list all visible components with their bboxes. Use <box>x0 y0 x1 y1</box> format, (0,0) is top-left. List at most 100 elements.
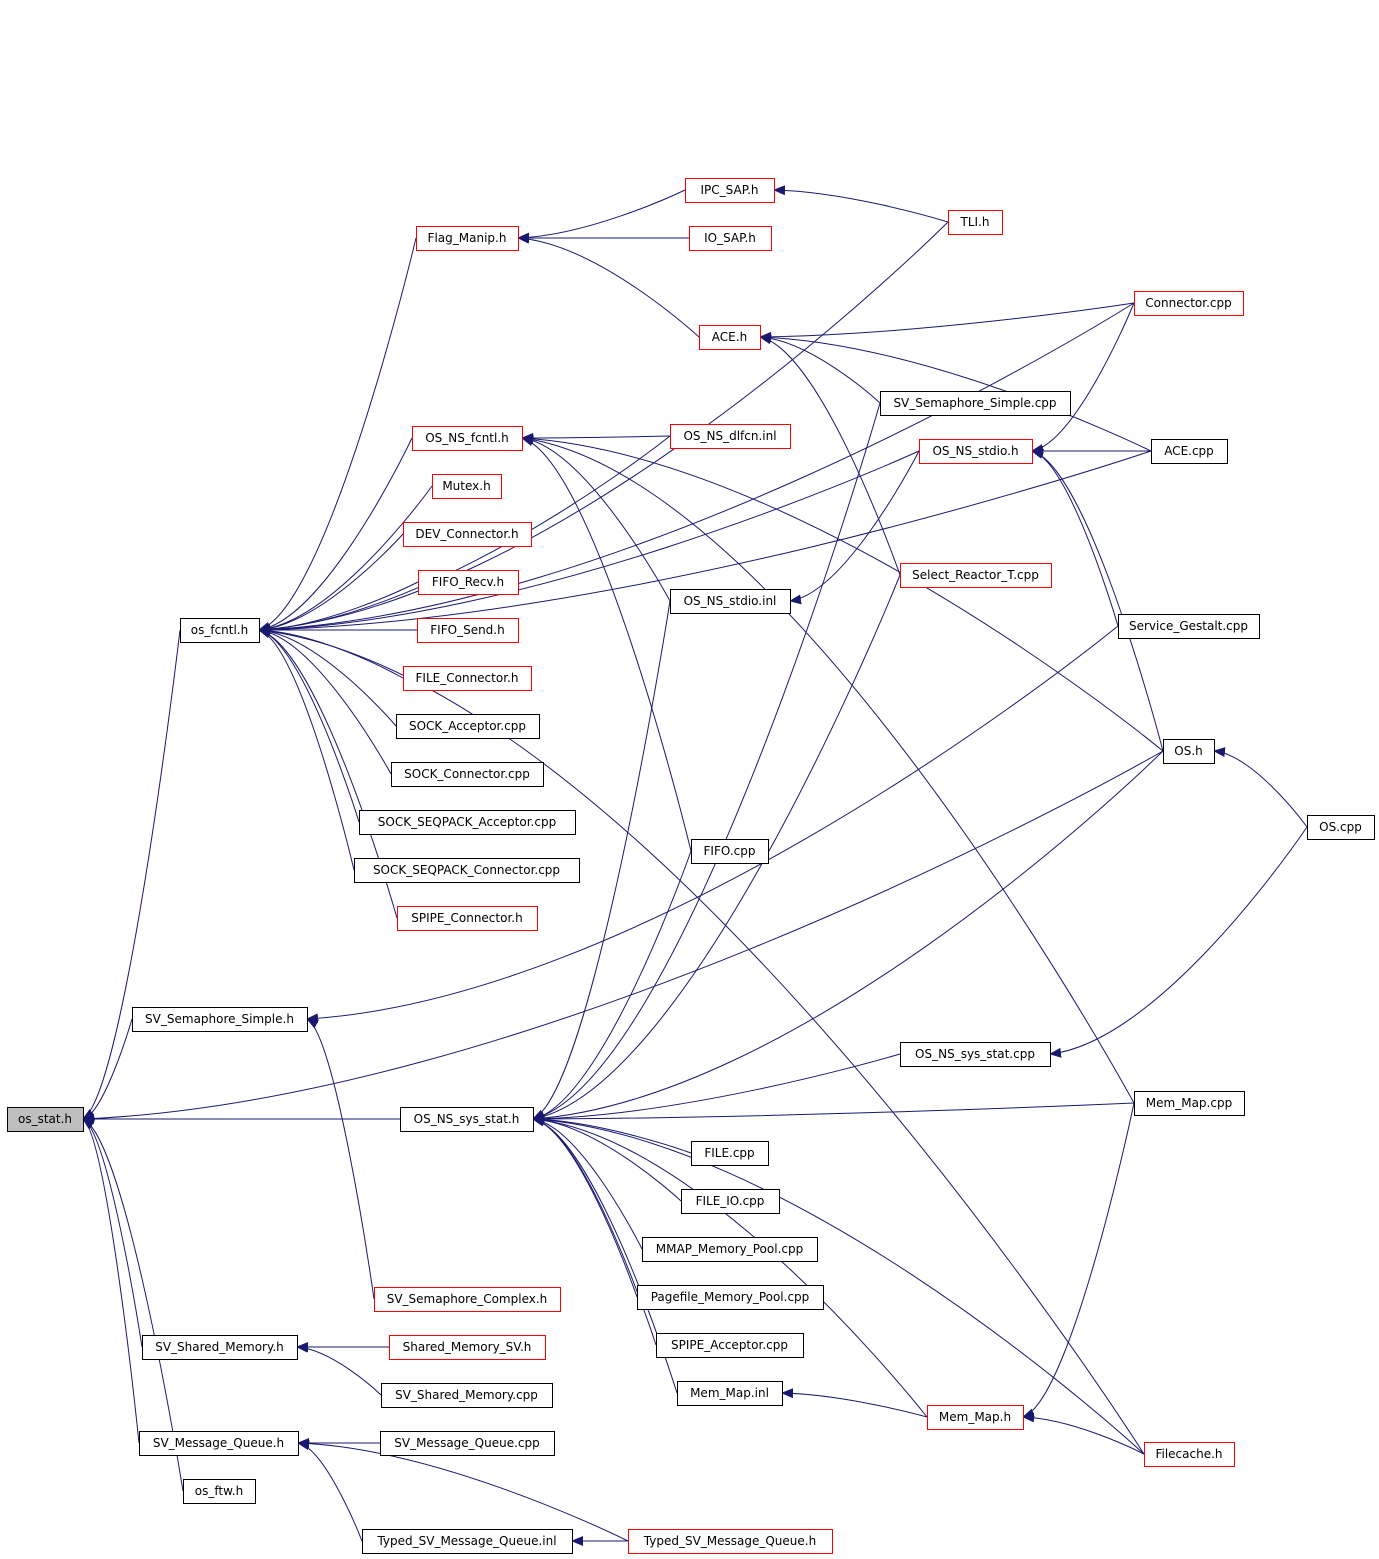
node-mutex-h[interactable]: Mutex.h <box>432 474 502 499</box>
node-flag-manip[interactable]: Flag_Manip.h <box>416 226 519 251</box>
edge-fifo_cpp-to-os_ns_sys_stat_h <box>532 850 692 1122</box>
node-dev-connector-h[interactable]: DEV_Connector.h <box>403 522 532 547</box>
edge-mem_map_cpp-to-os_ns_fcntl_h <box>521 434 1135 1104</box>
node-os-ftw[interactable]: os_ftw.h <box>183 1479 256 1504</box>
node-box <box>1134 1091 1245 1116</box>
node-box <box>417 618 519 643</box>
node-os-cpp[interactable]: OS.cpp <box>1307 815 1375 840</box>
node-label: Service_Gestalt.cpp <box>1129 619 1248 633</box>
edge-os_ns_sys_stat_cpp-to-os_ns_sys_stat_h <box>532 1053 901 1124</box>
node-os-ns-stdio-inl[interactable]: OS_NS_stdio.inl <box>670 589 791 614</box>
node-label: DEV_Connector.h <box>415 527 518 541</box>
node-os-h[interactable]: OS.h <box>1163 739 1215 764</box>
edge-mmap_pool_cpp-to-os_ns_sys_stat_h <box>532 1115 643 1250</box>
edge-os_cpp-to-os_ns_sys_stat_cpp <box>1049 826 1308 1058</box>
node-label: OS_NS_sys_stat.cpp <box>915 1047 1035 1061</box>
node-fifo-recv-h[interactable]: FIFO_Recv.h <box>418 570 519 595</box>
node-mem-map-cpp[interactable]: Mem_Map.cpp <box>1134 1091 1245 1116</box>
node-typed-sv-mq-h[interactable]: Typed_SV_Message_Queue.h <box>628 1529 833 1554</box>
node-label: os_stat.h <box>18 1112 72 1126</box>
node-mem-map-h[interactable]: Mem_Map.h <box>927 1405 1024 1430</box>
node-file-cpp[interactable]: FILE.cpp <box>691 1141 769 1166</box>
node-label: OS.cpp <box>1319 820 1362 834</box>
edge-connector_cpp-to-os_ns_stdio_h <box>1031 302 1135 454</box>
node-os-ns-fcntl-h[interactable]: OS_NS_fcntl.h <box>412 426 523 451</box>
node-fifo-send-h[interactable]: FIFO_Send.h <box>417 618 519 643</box>
node-ace-cpp[interactable]: ACE.cpp <box>1151 439 1228 464</box>
node-connector-cpp[interactable]: Connector.cpp <box>1134 291 1244 316</box>
node-sock-seqpack-con[interactable]: SOCK_SEQPACK_Connector.cpp <box>354 858 580 883</box>
edge-mem_map_cpp-to-mem_map_h <box>1022 1102 1135 1419</box>
node-label: os_fcntl.h <box>191 623 248 637</box>
node-label: Filecache.h <box>1155 1447 1222 1461</box>
node-label: FILE_IO.cpp <box>696 1194 765 1208</box>
edge-layer <box>82 185 1308 1546</box>
edge-mem_map_h-to-mem_map_inl <box>781 1388 928 1418</box>
node-typed-sv-mq-inl[interactable]: Typed_SV_Message_Queue.inl <box>362 1529 573 1554</box>
node-os-fcntl[interactable]: os_fcntl.h <box>180 618 260 643</box>
node-sv-shared-memory-cpp[interactable]: SV_Shared_Memory.cpp <box>381 1383 553 1408</box>
node-box <box>677 1381 783 1406</box>
node-sv-shared-memory-h[interactable]: SV_Shared_Memory.h <box>142 1335 298 1360</box>
edge-sock_connector-to-os_fcntl <box>258 626 392 775</box>
node-box <box>132 1007 308 1032</box>
node-os-ns-sys-stat-cpp[interactable]: OS_NS_sys_stat.cpp <box>900 1042 1051 1067</box>
edge-os_h-to-os_stat <box>82 750 1164 1124</box>
node-label: FIFO_Recv.h <box>432 575 504 589</box>
node-label: Shared_Memory_SV.h <box>403 1340 532 1354</box>
node-box <box>418 570 519 595</box>
node-ace-h[interactable]: ACE.h <box>699 325 761 350</box>
node-box <box>1144 1442 1235 1467</box>
node-sv-sem-simple-h[interactable]: SV_Semaphore_Simple.h <box>132 1007 308 1032</box>
node-box <box>685 178 775 203</box>
node-sock-seqpack-acc[interactable]: SOCK_SEQPACK_Acceptor.cpp <box>359 810 576 835</box>
node-os-ns-sys-stat-h[interactable]: OS_NS_sys_stat.h <box>400 1107 534 1132</box>
node-tli-h[interactable]: TLI.h <box>948 210 1003 235</box>
node-select-reactor-t[interactable]: Select_Reactor_T.cpp <box>900 563 1052 588</box>
edge-flag_manip-to-os_fcntl <box>258 237 417 632</box>
node-mem-map-inl[interactable]: Mem_Map.inl <box>677 1381 783 1406</box>
node-box <box>381 1383 553 1408</box>
edge-typed_sv_mq_h-to-sv_message_queue_h <box>297 1438 629 1542</box>
node-box <box>374 1287 561 1312</box>
node-box <box>670 589 791 614</box>
node-sv-message-queue-cpp[interactable]: SV_Message_Queue.cpp <box>380 1431 555 1456</box>
node-box <box>1134 291 1244 316</box>
node-shared-memory-sv-h[interactable]: Shared_Memory_SV.h <box>389 1335 546 1360</box>
node-io-sap-h[interactable]: IO_SAP.h <box>689 226 772 251</box>
node-label: SV_Shared_Memory.h <box>155 1340 284 1354</box>
node-spipe-connector-h[interactable]: SPIPE_Connector.h <box>397 906 538 931</box>
node-pagefile-pool-cpp[interactable]: Pagefile_Memory_Pool.cpp <box>637 1285 824 1310</box>
node-box <box>362 1529 573 1554</box>
node-label: SOCK_Acceptor.cpp <box>409 719 526 733</box>
node-file-io-cpp[interactable]: FILE_IO.cpp <box>681 1189 780 1214</box>
node-sv-sem-complex-h[interactable]: SV_Semaphore_Complex.h <box>374 1287 561 1312</box>
node-sv-sem-simple-cpp[interactable]: SV_Semaphore_Simple.cpp <box>880 391 1071 416</box>
node-sock-connector[interactable]: SOCK_Connector.cpp <box>391 762 544 787</box>
edge-file_connector_h-to-os_fcntl <box>258 625 404 679</box>
node-file-connector-h[interactable]: FILE_Connector.h <box>403 666 532 691</box>
node-box <box>919 439 1033 464</box>
node-os-ns-dlfcn-inl[interactable]: OS_NS_dlfcn.inl <box>670 424 791 449</box>
node-sv-message-queue-h[interactable]: SV_Message_Queue.h <box>139 1431 299 1456</box>
node-mmap-pool-cpp[interactable]: MMAP_Memory_Pool.cpp <box>642 1237 818 1262</box>
node-label: OS_NS_sys_stat.h <box>414 1112 520 1126</box>
edge-select_reactor_t-to-ace_h <box>759 334 901 576</box>
node-sock-acceptor[interactable]: SOCK_Acceptor.cpp <box>396 714 540 739</box>
edge-connector_cpp-to-os_fcntl <box>258 302 1135 635</box>
edge-ace_h-to-flag_manip <box>517 233 700 338</box>
node-spipe-acceptor-cpp[interactable]: SPIPE_Acceptor.cpp <box>656 1333 804 1358</box>
node-service-gestalt[interactable]: Service_Gestalt.cpp <box>1118 614 1260 639</box>
node-fifo-cpp[interactable]: FIFO.cpp <box>691 839 769 864</box>
node-box <box>400 1107 534 1132</box>
node-label: TLI.h <box>960 215 990 229</box>
node-label: SOCK_SEQPACK_Acceptor.cpp <box>378 815 556 829</box>
node-ipc-sap-h[interactable]: IPC_SAP.h <box>685 178 775 203</box>
node-box <box>391 762 544 787</box>
node-box <box>1151 439 1228 464</box>
node-filecache-h[interactable]: Filecache.h <box>1144 1442 1235 1467</box>
node-os-ns-stdio-h[interactable]: OS_NS_stdio.h <box>919 439 1033 464</box>
node-box <box>7 1107 84 1132</box>
node-box <box>670 424 791 449</box>
